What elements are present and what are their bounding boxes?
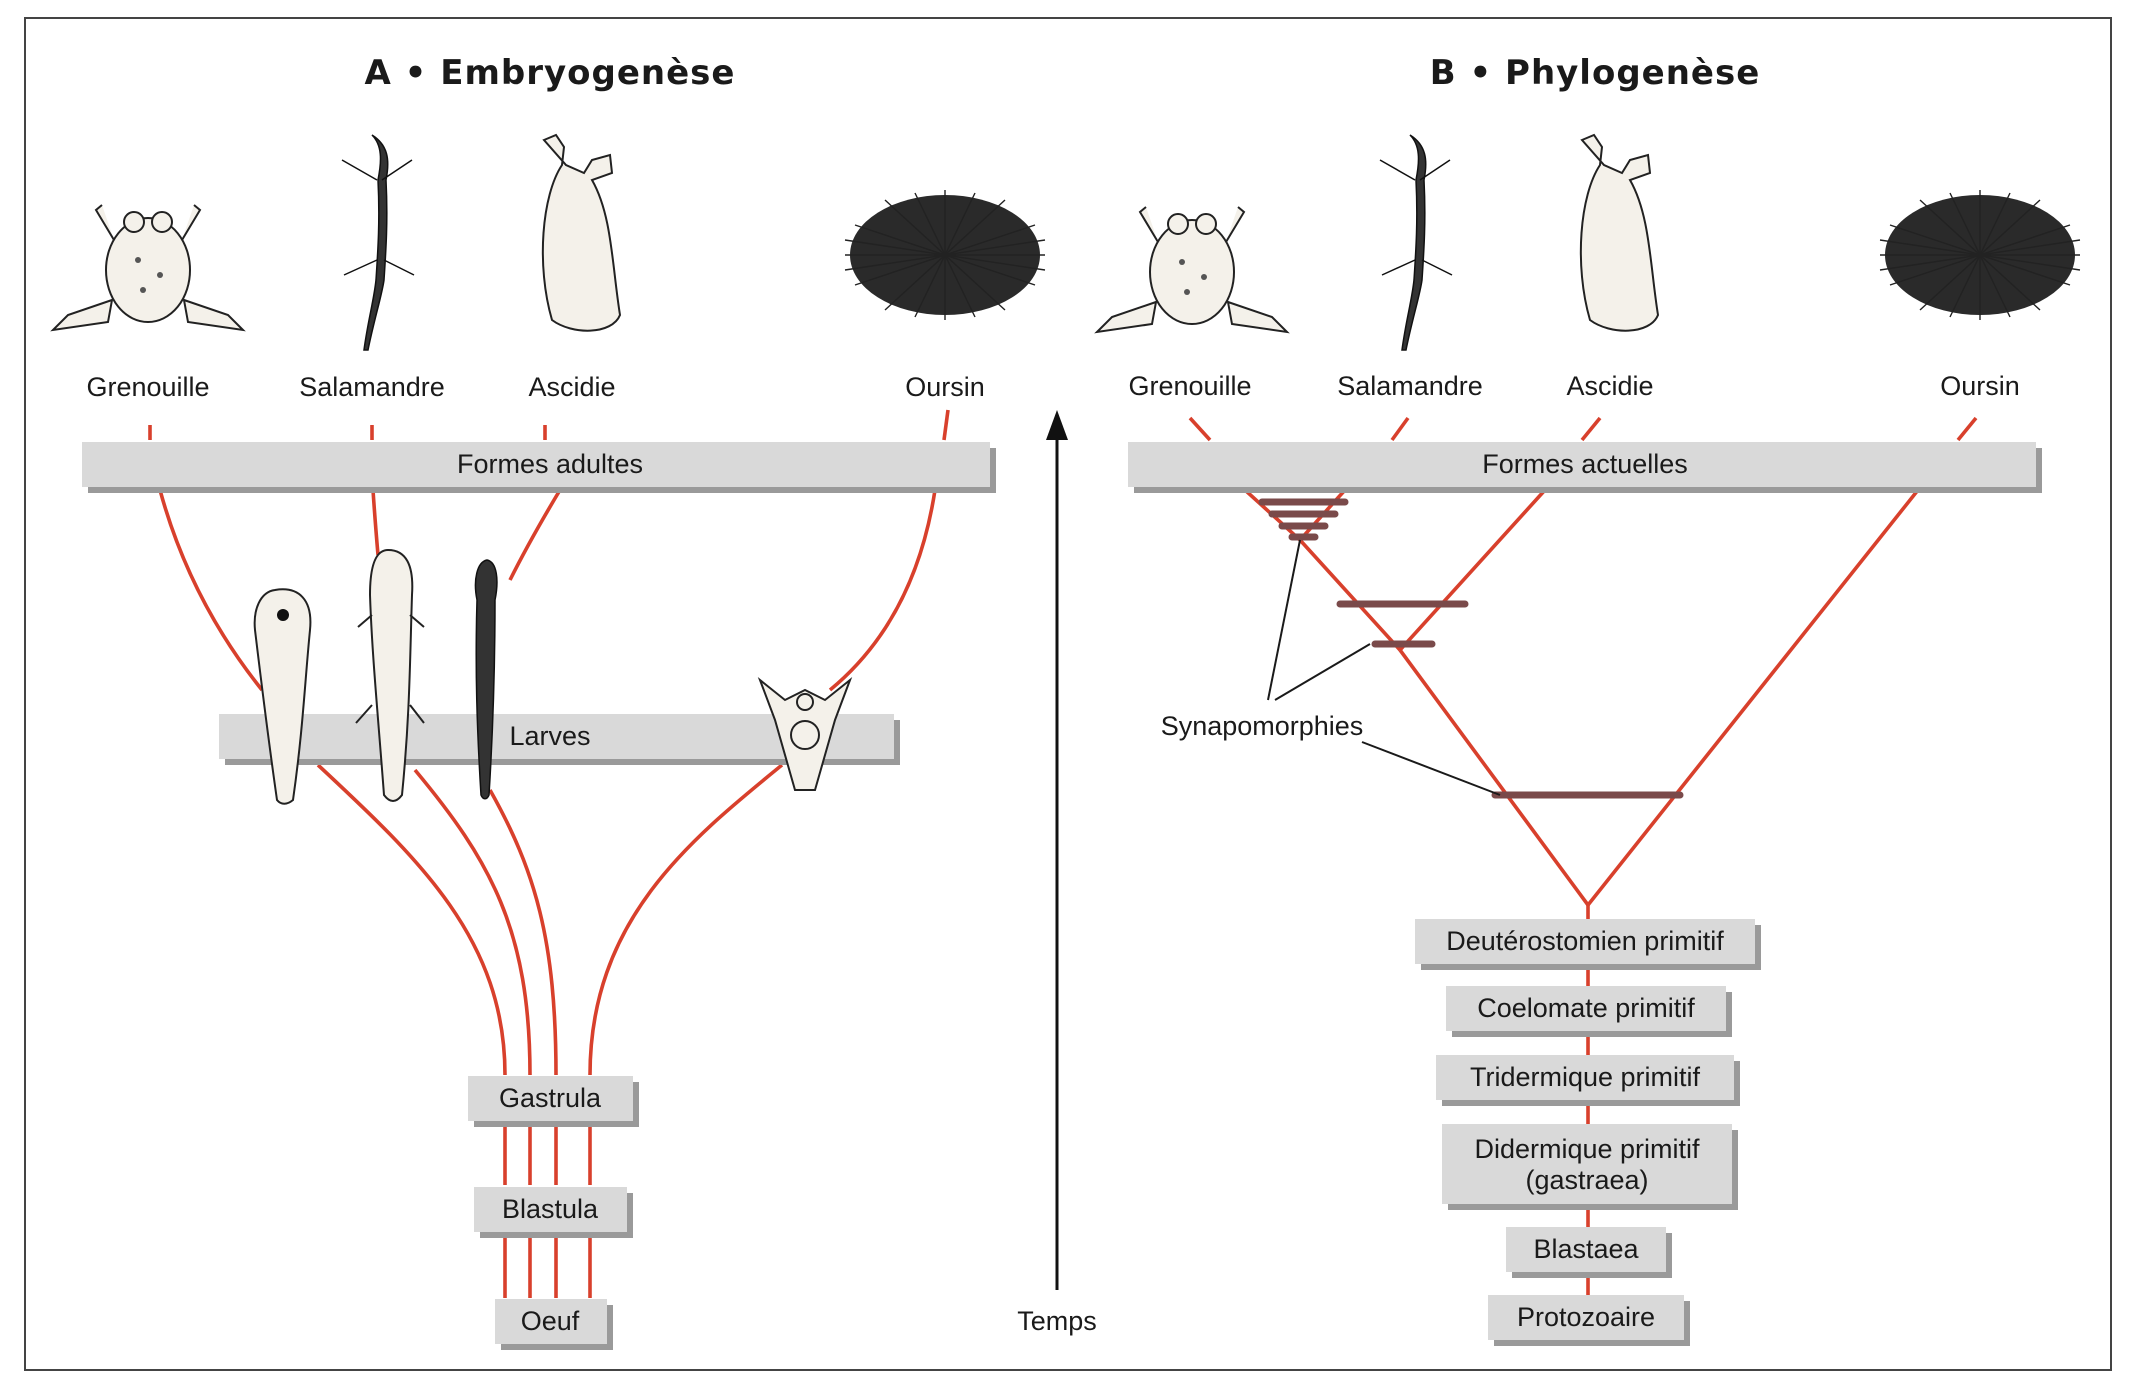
- synapomorphy-marks: [1258, 498, 1684, 799]
- adult-forms-label: Formes adultes: [457, 449, 643, 479]
- species-label-urchin-b: Oursin: [1940, 371, 2020, 401]
- panel-a: A • Embryogenèse Formes adultes Larves: [50, 53, 1046, 1350]
- species-label-frog-a: Grenouille: [86, 372, 209, 402]
- ancestor-tridermic-label: Tridermique primitif: [1470, 1062, 1701, 1092]
- species-label-urchin-a: Oursin: [905, 372, 985, 402]
- ancestor-protozoan-box: [1488, 1295, 1684, 1340]
- pluteus-larva-icon: [757, 676, 853, 791]
- current-forms-label: Formes actuelles: [1482, 449, 1688, 479]
- tadpole-icon: [253, 588, 312, 805]
- salamander-icon: [1379, 134, 1453, 351]
- panel-b: B • Phylogenèse Formes actuelles: [1094, 53, 2081, 1346]
- ancestor-coelomate-label: Coelomate primitif: [1477, 993, 1695, 1023]
- egg-box: [495, 1299, 607, 1344]
- synapomorphies-label: Synapomorphies: [1161, 711, 1364, 741]
- ascidian-icon: [541, 133, 622, 332]
- urchin-icon: [1879, 190, 2081, 320]
- blastula-label: Blastula: [502, 1194, 599, 1224]
- ascidian-icon: [1579, 133, 1660, 332]
- ancestor-deuterostome-box: [1415, 919, 1755, 964]
- time-arrowhead: [1046, 410, 1068, 440]
- ancestor-blastaea-box: [1506, 1227, 1666, 1272]
- species-label-frog-b: Grenouille: [1128, 371, 1251, 401]
- time-axis-label: Temps: [1017, 1306, 1097, 1336]
- species-label-ascidian-a: Ascidie: [528, 372, 615, 402]
- time-axis: Temps: [1017, 410, 1097, 1336]
- blastula-box: [474, 1187, 627, 1232]
- ancestor-protozoan-label: Protozoaire: [1517, 1302, 1655, 1332]
- urchin-icon: [844, 190, 1046, 320]
- synapomorphy-pointers: [1267, 539, 1501, 796]
- ancestor-didermic-label: Didermique primitif: [1474, 1134, 1700, 1164]
- ancestor-coelomate-box: [1446, 986, 1726, 1031]
- panel-a-title: A • Embryogenèse: [365, 53, 736, 93]
- ancestor-didermic-box: [1442, 1124, 1732, 1204]
- frog-icon: [50, 204, 246, 332]
- species-label-salamander-b: Salamandre: [1337, 371, 1483, 401]
- species-label-ascidian-b: Ascidie: [1566, 371, 1653, 401]
- ancestor-deuterostome-label: Deutérostomien primitif: [1446, 926, 1724, 956]
- panel-a-lineages: [148, 409, 950, 1298]
- frog-icon: [1094, 206, 1290, 334]
- species-label-salamander-a: Salamandre: [299, 372, 445, 402]
- egg-label: Oeuf: [521, 1306, 580, 1336]
- ancestor-tridermic-box: [1436, 1055, 1734, 1100]
- ancestor-didermic-sublabel: (gastraea): [1525, 1165, 1648, 1195]
- salamander-icon: [341, 134, 415, 351]
- gastrula-label: Gastrula: [499, 1083, 602, 1113]
- current-forms-bar: [1128, 442, 2036, 487]
- ascidian-larva-icon: [474, 559, 498, 800]
- ancestor-blastaea-label: Blastaea: [1533, 1234, 1639, 1264]
- salamander-larva-icon: [355, 548, 425, 802]
- larvae-label: Larves: [509, 721, 590, 751]
- panel-b-title: B • Phylogenèse: [1430, 53, 1761, 93]
- figure-frame: [24, 17, 2112, 1371]
- adult-forms-bar: [82, 442, 990, 487]
- gastrula-box: [468, 1076, 633, 1121]
